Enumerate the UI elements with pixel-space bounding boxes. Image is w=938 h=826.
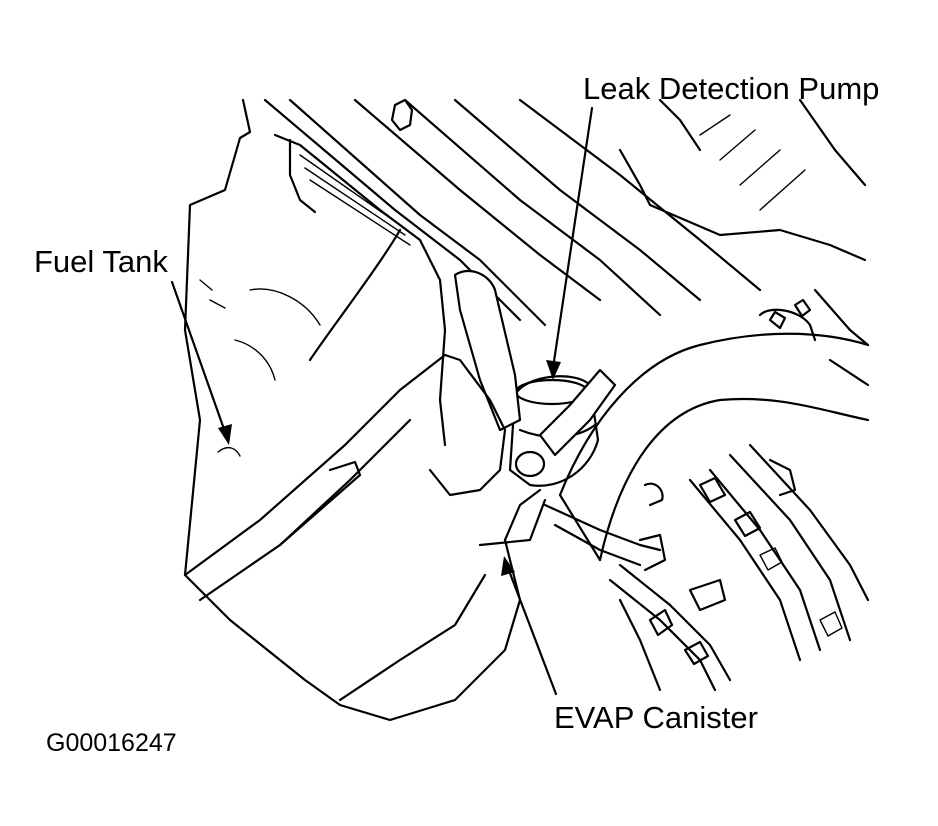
canister-arrowhead [501,556,515,576]
evap-canister-drawing [428,353,547,547]
tank-arrowhead [218,424,232,445]
leak-detection-pump-drawing [453,269,617,487]
fuel-tank-label: Fuel Tank [34,244,168,279]
fuel-tank-drawing [183,98,522,722]
leak-detection-pump-label: Leak Detection Pump [583,71,880,106]
leader-arrows [170,106,594,696]
tank-leader-line [170,280,227,434]
pump-leader-line [551,106,594,370]
canister-leader-line [506,566,558,696]
frame-rails-drawing [263,98,870,387]
fuel-lines-drawing [608,298,870,692]
figure-id-label: G00016247 [46,729,177,757]
pump-arrowhead [546,360,561,380]
hoses-drawing [543,332,870,572]
evap-canister-label: EVAP Canister [554,700,758,735]
